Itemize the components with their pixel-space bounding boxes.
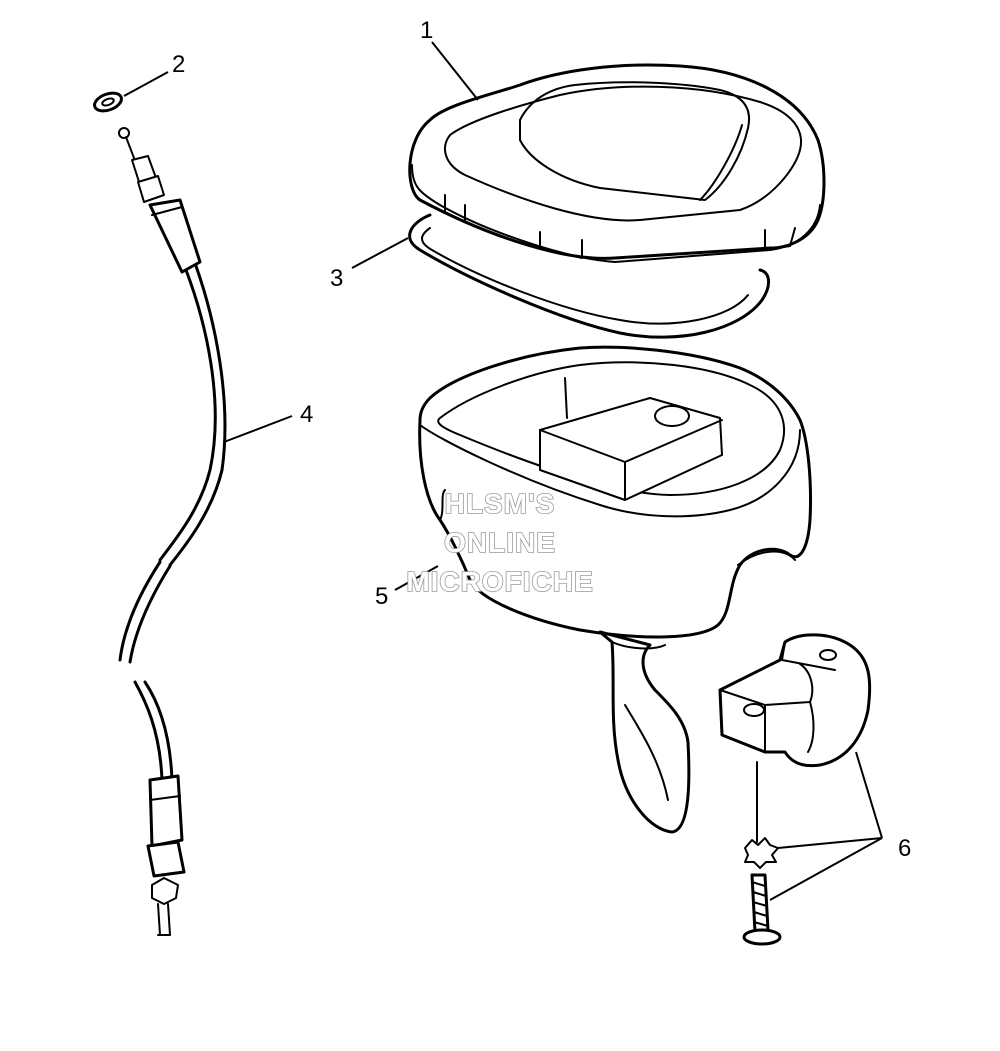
leader-4 — [223, 415, 293, 443]
leader-6c — [769, 837, 883, 901]
part-3-gasket — [408, 213, 770, 339]
watermark: HLSM'S ONLINE MICROFICHE — [406, 487, 594, 598]
part-5-housing — [418, 345, 813, 834]
part-6-screw — [742, 761, 782, 946]
leader-3 — [351, 237, 409, 269]
part-2-washer — [93, 91, 123, 113]
watermark-line-3: MICROFICHE — [406, 566, 593, 597]
callout-5: 5 — [375, 583, 388, 610]
leader-6a — [855, 751, 883, 839]
leader-lines — [123, 41, 883, 901]
watermark-line-2: ONLINE — [444, 527, 556, 558]
callout-labels: 1 2 3 4 5 6 — [172, 17, 911, 862]
leader-6b — [777, 837, 883, 849]
callout-3: 3 — [330, 265, 343, 292]
leader-5 — [394, 565, 439, 591]
callout-4: 4 — [300, 401, 313, 428]
callout-2: 2 — [172, 51, 185, 78]
leader-2 — [123, 71, 169, 97]
part-6-clamp — [718, 633, 872, 768]
callout-6: 6 — [898, 835, 911, 862]
part-1-cover — [408, 63, 826, 263]
part-4-cable — [118, 127, 227, 936]
leader-1 — [431, 41, 479, 101]
watermark-line-1: HLSM'S — [445, 488, 556, 519]
callout-1: 1 — [420, 17, 433, 44]
